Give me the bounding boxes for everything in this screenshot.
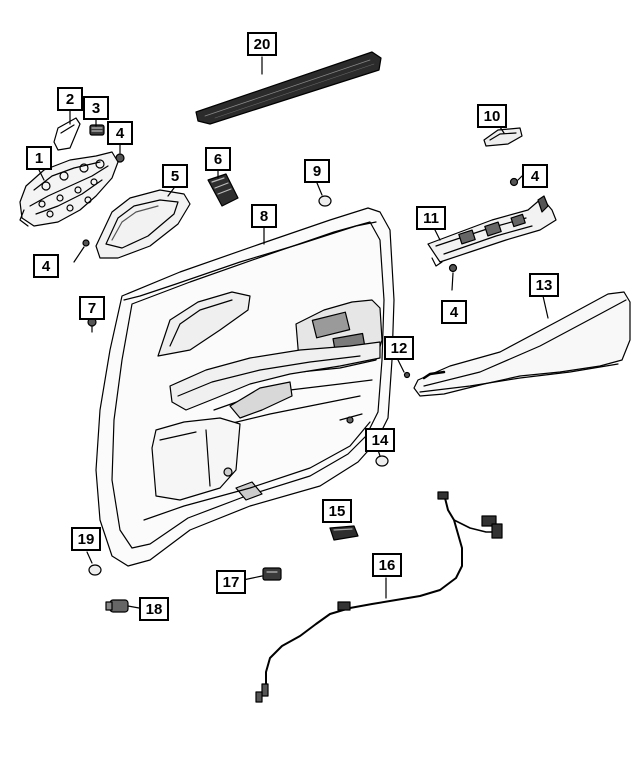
callout-4: 4 <box>522 164 548 188</box>
fastener-part <box>82 239 90 247</box>
callout-10: 10 <box>477 104 507 128</box>
clip-part <box>403 371 411 379</box>
callout-15: 15 <box>322 499 352 523</box>
socket-part <box>105 599 129 613</box>
armrest-pad-part <box>413 291 631 397</box>
callout-16: 16 <box>372 553 402 577</box>
leader-line <box>86 551 93 564</box>
fastener-part <box>509 177 519 187</box>
callout-4: 4 <box>33 254 59 278</box>
callout-2: 2 <box>57 87 83 111</box>
callout-3: 3 <box>83 96 109 120</box>
callout-9: 9 <box>304 159 330 183</box>
leader-line <box>433 227 441 241</box>
callout-17: 17 <box>216 570 246 594</box>
leader-line <box>127 605 140 609</box>
push-pin-part <box>87 317 97 333</box>
plug-part <box>88 564 102 576</box>
callout-18: 18 <box>139 597 169 621</box>
leader-line <box>397 359 405 373</box>
leader-line <box>451 272 454 291</box>
leader-line <box>242 575 263 581</box>
small-clip-part <box>89 124 105 136</box>
callout-7: 7 <box>79 296 105 320</box>
leader-line <box>38 169 45 181</box>
callout-12: 12 <box>384 336 414 360</box>
leader-line <box>316 182 323 196</box>
callout-5: 5 <box>162 164 188 188</box>
callout-4: 4 <box>107 121 133 145</box>
leader-line <box>499 126 505 134</box>
callout-11: 11 <box>416 206 446 230</box>
callout-8: 8 <box>251 204 277 228</box>
callout-14: 14 <box>365 428 395 452</box>
wiring-harness-part <box>255 491 503 703</box>
callout-20: 20 <box>247 32 277 56</box>
armrest-bracket-part <box>427 195 557 267</box>
switch-bezel-part <box>207 173 239 207</box>
bumper-part <box>318 195 332 207</box>
fastener-part <box>448 263 458 273</box>
reflector-part <box>483 127 523 147</box>
callout-1: 1 <box>26 146 52 170</box>
callout-19: 19 <box>71 527 101 551</box>
callout-13: 13 <box>529 273 559 297</box>
belt-molding-part <box>195 51 382 125</box>
leader-line <box>542 295 549 319</box>
callout-6: 6 <box>205 147 231 171</box>
leader-line <box>517 175 523 181</box>
door-trim-panel-part <box>95 207 395 567</box>
latch-bracket-part <box>19 151 119 227</box>
leader-line <box>73 246 85 263</box>
bumper-part <box>375 455 389 467</box>
leader-line <box>167 187 175 197</box>
connector-part <box>262 567 282 581</box>
lamp-part <box>329 525 359 541</box>
handle-bezel-part <box>95 189 191 259</box>
callout-4: 4 <box>441 300 467 324</box>
handle-cover-part <box>53 117 81 151</box>
